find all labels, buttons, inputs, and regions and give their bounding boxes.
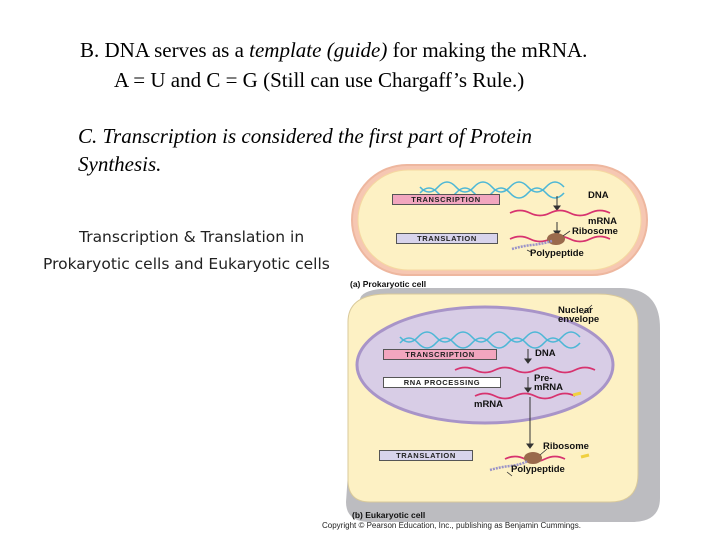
point-b-suffix: for making the mRNA. (387, 38, 588, 62)
label-polypeptide: Polypeptide (530, 248, 584, 259)
panel-label-prokaryotic: (a) Prokaryotic cell (350, 279, 427, 289)
rna-processing-box: RNA PROCESSING (383, 377, 501, 388)
point-c-line2: Synthesis. (78, 152, 162, 176)
label-nuclear-envelope-2: envelope (558, 314, 600, 325)
label-polypeptide: Polypeptide (511, 464, 565, 475)
ribosome-icon (547, 233, 565, 245)
label-pre-mrna-2: mRNA (534, 382, 564, 393)
label-ribosome: Ribosome (572, 226, 618, 237)
transcription-box: TRANSCRIPTION (392, 194, 500, 205)
polypeptide-icon (489, 459, 529, 472)
point-b-subline: A = U and C = G (Still can use Chargaff’… (114, 68, 525, 92)
label-dna: DNA (588, 190, 609, 201)
label-nuclear-envelope-1: Nuclear (558, 305, 593, 316)
label-mrna: mRNA (588, 216, 618, 227)
label-ribosome: Ribosome (543, 441, 589, 452)
transcription-box: TRANSCRIPTION (383, 349, 497, 360)
translation-box: TRANSLATION (379, 450, 473, 461)
point-b-italic: template (guide) (249, 38, 388, 62)
ribosome-icon (524, 452, 542, 464)
nucleus-icon (355, 305, 615, 425)
label-dna: DNA (535, 348, 556, 359)
label-mrna: mRNA (474, 399, 504, 410)
translation-box: TRANSLATION (396, 233, 498, 244)
point-c-line1: C. Transcription is considered the first… (78, 124, 533, 148)
figure-caption-line2: Prokaryotic cells and Eukaryotic cells (43, 255, 330, 273)
copyright-notice: Copyright © Pearson Education, Inc., pub… (322, 521, 581, 530)
dna-helix-icon (399, 331, 581, 349)
polypeptide-icon (511, 239, 553, 251)
panel-label-eukaryotic: (b) Eukaryotic cell (352, 510, 426, 520)
point-b-line: B. DNA serves as a template (guide) for … (80, 38, 587, 62)
label-pre-mrna-1: Pre- (534, 373, 553, 384)
arrow-icon (524, 349, 534, 449)
figure-caption-line1: Transcription & Translation in (79, 228, 305, 246)
arrow-icon (553, 196, 561, 236)
point-b-prefix: B. DNA serves as a (80, 38, 250, 62)
